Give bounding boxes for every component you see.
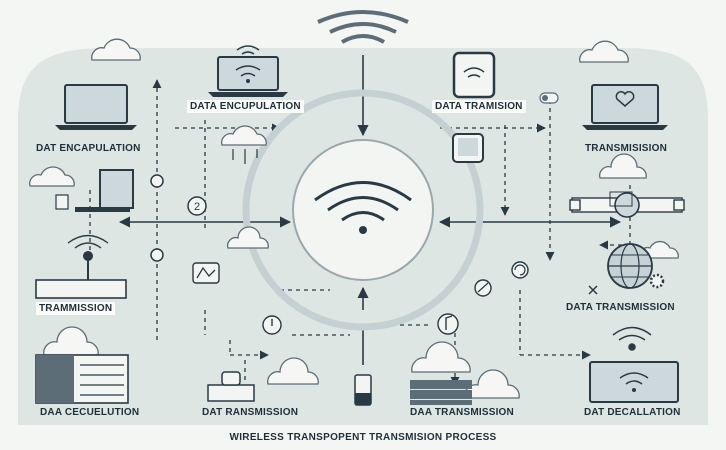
label-data-transmision: DATA TRAMISION [432, 100, 526, 113]
label-dat-ransmission: DAT RANSMISSION [202, 407, 299, 418]
music-note-icon [437, 313, 459, 335]
cloud-icon [43, 326, 99, 356]
diagram-caption: WIRELESS TRANSPOPENT TRANSMISION PROCESS [229, 432, 497, 443]
label-data-transmission: DATA TRANSMISSION [566, 302, 675, 313]
laptop-wifi-icon [208, 45, 288, 97]
monitor-wifi-icon [589, 361, 679, 403]
label-daa-transmission: DAA TRANSMISSION [410, 407, 514, 418]
power-icon [262, 315, 282, 335]
step-badge-icon: 2 [187, 196, 207, 216]
cloud-icon [411, 341, 471, 373]
cloud-icon [29, 166, 75, 187]
network-node-icon [150, 174, 164, 262]
refresh-icon [511, 261, 529, 279]
laptop-heart-icon [582, 84, 668, 130]
label-transmisision: TRANSMISISION [585, 143, 668, 154]
gear-icon [649, 273, 665, 289]
cloud-icon [267, 357, 319, 385]
cloud-icon [227, 226, 269, 249]
central-wifi-hub-icon [242, 89, 484, 331]
rain-cloud-icon [221, 125, 267, 164]
step-number: 2 [194, 201, 200, 213]
smartphone-wifi-icon [452, 51, 496, 99]
dashed-connectors [59, 79, 631, 386]
toggle-icon [539, 92, 559, 104]
label-dat-encapulation: DAT ENCAPULATION [36, 143, 141, 154]
power-supply-icon [207, 371, 255, 402]
label-daa-cecuelution: DAA CECUELUTION [40, 407, 140, 418]
server-stack-icon [410, 380, 472, 405]
cloud-icon [91, 38, 141, 61]
broadcast-wifi-icon [317, 10, 409, 44]
antenna-tower-icon [35, 234, 127, 299]
label-trammission: TRAMMISSION [36, 302, 116, 315]
cloud-icon [579, 40, 629, 63]
connector-icon [609, 191, 633, 207]
globe-icon [607, 243, 653, 289]
server-rack-icon [35, 354, 129, 404]
battery-icon [354, 374, 372, 406]
router-icon [569, 192, 685, 218]
antenna-signal-icon [612, 326, 652, 351]
desktop-computer-icon [55, 169, 134, 212]
cloud-icon [599, 153, 647, 179]
label-data-encapsulation: DATA ENCUPULATION [187, 100, 304, 113]
smartphone-icon [452, 133, 484, 163]
signal-gauge-icon [192, 262, 220, 284]
label-dat-decallation: DAT DECALLATION [584, 407, 681, 418]
close-mark-icon [588, 285, 598, 295]
satellite-dish-icon [474, 279, 492, 297]
laptop-icon [55, 84, 137, 130]
